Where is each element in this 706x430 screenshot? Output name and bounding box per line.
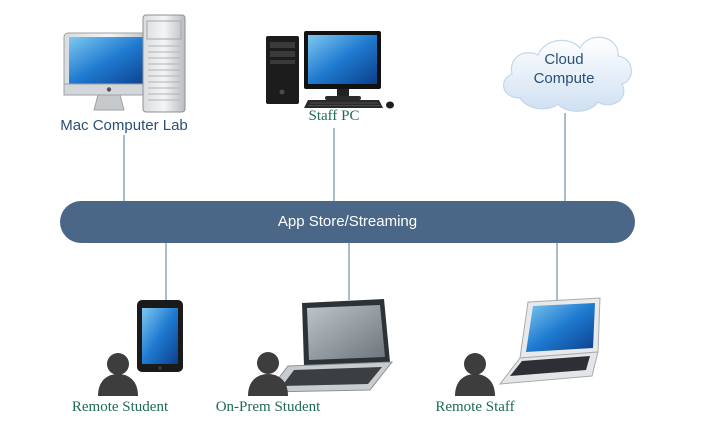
person-icon xyxy=(98,353,138,396)
cloud-label-line1: Cloud xyxy=(544,51,584,68)
desktop-tower-icon xyxy=(266,36,299,104)
laptop-icon xyxy=(266,299,394,393)
connectors xyxy=(123,113,566,302)
remote-student-label: Remote Student xyxy=(71,399,169,415)
mac-pro-tower-icon xyxy=(142,14,186,113)
remote-staff-label: Remote Staff xyxy=(435,399,515,415)
monitor-icon xyxy=(304,31,381,100)
app-store-bus xyxy=(60,201,635,243)
onprem-student-label: On-Prem Student xyxy=(215,399,321,415)
app-store-bus-label: App Store/Streaming xyxy=(277,213,418,230)
imac-icon xyxy=(63,32,155,111)
cloud-compute-label: Cloud Compute xyxy=(508,50,620,88)
person-icon xyxy=(248,352,288,396)
staff-pc-label: Staff PC xyxy=(308,108,360,124)
laptop-icon xyxy=(498,297,601,385)
mouse-icon xyxy=(386,101,394,109)
mac-computer-lab-label: Mac Computer Lab xyxy=(60,117,188,134)
tablet-icon xyxy=(137,300,183,372)
cloud-icon xyxy=(503,36,632,112)
keyboard-icon xyxy=(304,100,383,108)
person-icon xyxy=(455,353,495,396)
cloud-label-line2: Compute xyxy=(533,70,595,87)
